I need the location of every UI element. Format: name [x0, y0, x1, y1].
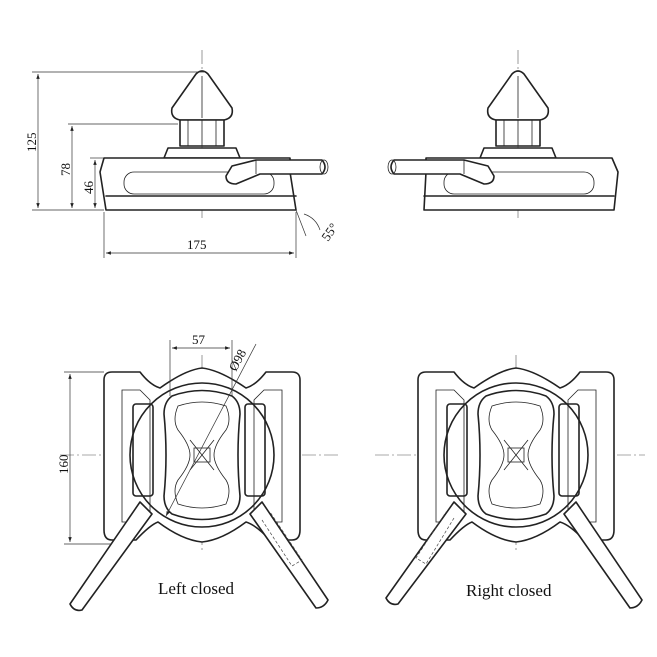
side-view-right — [387, 50, 619, 220]
dim-base-angle: 55° — [318, 220, 341, 244]
caption-left-closed: Left closed — [158, 579, 234, 598]
side-view-left — [99, 50, 329, 220]
dim-width-57: 57 — [192, 332, 206, 347]
plan-view-right — [375, 355, 645, 609]
dim-overall-height: 125 — [24, 133, 39, 153]
dim-base-height: 46 — [81, 181, 96, 195]
dim-diameter: Ø98 — [225, 347, 249, 374]
dim-base-length-group: 175 55° — [103, 209, 341, 258]
plan-view-left — [60, 355, 340, 612]
dim-vertical-lines: 125 78 46 — [24, 71, 204, 211]
dim-plan-height: 160 — [56, 455, 71, 475]
dim-mid-height: 78 — [58, 163, 73, 176]
caption-right-closed: Right closed — [466, 581, 552, 600]
dim-base-length: 175 — [187, 237, 207, 252]
